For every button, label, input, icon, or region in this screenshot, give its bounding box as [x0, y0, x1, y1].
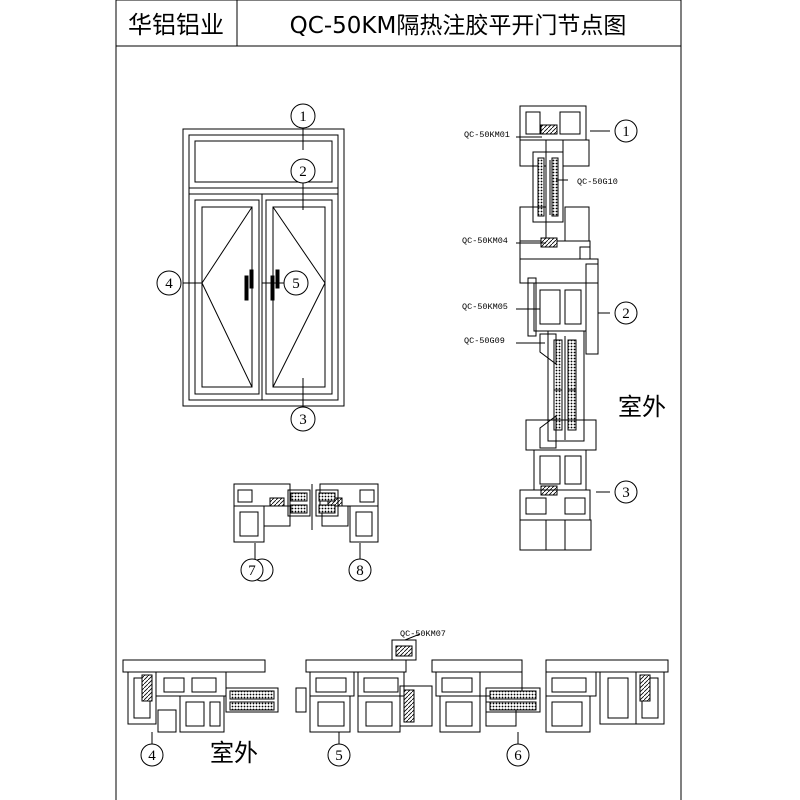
horizontal-section-labels: QC-50KM07 室外 4 5 6 [141, 629, 529, 767]
svg-text:5: 5 [335, 748, 343, 764]
section-marker-5: 5 [284, 271, 308, 295]
horizontal-marker-5: 5 [328, 744, 350, 766]
vertical-section-labels: QC-50KM01 QC-50G10 QC-50KM04 QC-50KM05 Q… [462, 120, 666, 503]
label-qc-50km05: QC-50KM05 [462, 302, 508, 312]
svg-text:8: 8 [356, 563, 364, 579]
vertical-marker-3: 3 [615, 481, 637, 503]
header: 华铝铝业 QC-50KM隔热注胶平开门节点图 [116, 0, 681, 46]
section-marker-7: 7 [241, 559, 263, 581]
mid-section [234, 484, 378, 560]
brand-name: 华铝铝业 [128, 11, 224, 39]
horizontal-marker-4: 4 [141, 744, 163, 766]
section-marker-1: 1 [291, 104, 315, 128]
outside-label-horizontal: 室外 [210, 739, 258, 767]
vertical-marker-1: 1 [615, 120, 637, 142]
vertical-marker-2: 2 [615, 302, 637, 324]
elevation-markers: 1 2 3 4 5 [157, 104, 315, 431]
svg-text:4: 4 [165, 276, 173, 292]
section-marker-8: 8 [349, 559, 371, 581]
svg-text:5: 5 [292, 276, 300, 292]
label-qc-50g09: QC-50G09 [464, 336, 505, 346]
drawing-title: QC-50KM隔热注胶平开门节点图 [290, 13, 627, 39]
label-qc-50km07: QC-50KM07 [400, 629, 446, 639]
horizontal-section [123, 634, 668, 745]
svg-text:7: 7 [248, 563, 256, 579]
label-qc-50km01: QC-50KM01 [464, 130, 510, 140]
section-marker-4: 4 [157, 271, 181, 295]
svg-text:3: 3 [622, 485, 630, 501]
svg-text:4: 4 [148, 748, 156, 764]
label-qc-50g10: QC-50G10 [577, 177, 618, 187]
outside-label-vertical: 室外 [618, 393, 666, 421]
horizontal-marker-6: 6 [507, 744, 529, 766]
section-marker-2: 2 [291, 159, 315, 183]
section-marker-3: 3 [291, 407, 315, 431]
svg-text:3: 3 [299, 412, 307, 428]
svg-text:1: 1 [622, 124, 630, 140]
svg-text:1: 1 [299, 109, 307, 125]
label-qc-50km04: QC-50KM04 [462, 236, 508, 246]
vertical-section [516, 106, 610, 550]
svg-text:6: 6 [514, 748, 522, 764]
svg-text:2: 2 [622, 306, 630, 322]
door-elevation [183, 126, 344, 408]
svg-text:2: 2 [299, 164, 307, 180]
mid-section-markers: 7 8 [241, 559, 371, 581]
